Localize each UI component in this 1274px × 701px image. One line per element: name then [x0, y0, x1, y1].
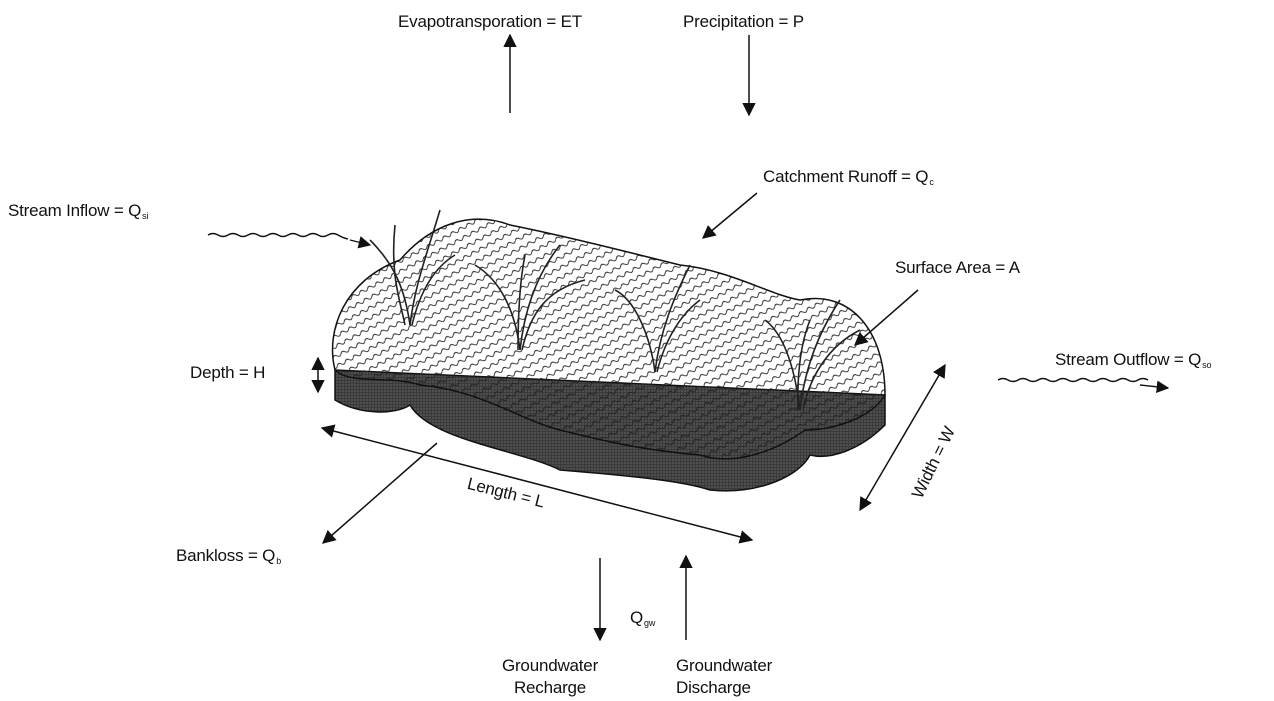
bankloss-arrow — [323, 443, 437, 543]
surface-area-arrow — [855, 290, 918, 345]
stream-inflow-arrow — [208, 234, 348, 240]
wetland-surface — [333, 219, 885, 459]
catchment-runoff-label: Catchment Runoff = Qc — [763, 167, 934, 187]
bankloss-label: Bankloss = Qb — [176, 546, 281, 566]
evapotranspiration-label: Evapotransporation = ET — [398, 12, 582, 32]
stream-inflow-arrowhead — [350, 240, 370, 245]
groundwater-discharge-label: Groundwater Discharge — [676, 655, 772, 699]
stream-outflow-arrow — [998, 379, 1148, 382]
depth-label: Depth = H — [190, 363, 265, 383]
stream-inflow-label: Stream Inflow = Qsi — [8, 201, 148, 221]
stream-outflow-arrowhead — [1140, 385, 1168, 388]
catchment-runoff-arrow — [703, 193, 757, 238]
surface-area-label: Surface Area = A — [895, 258, 1020, 278]
precipitation-label: Precipitation = P — [683, 12, 804, 32]
stream-outflow-label: Stream Outflow = Qso — [1055, 350, 1211, 370]
q-gw-label: Qgw — [630, 608, 655, 628]
groundwater-recharge-label: Groundwater Recharge — [495, 655, 605, 699]
